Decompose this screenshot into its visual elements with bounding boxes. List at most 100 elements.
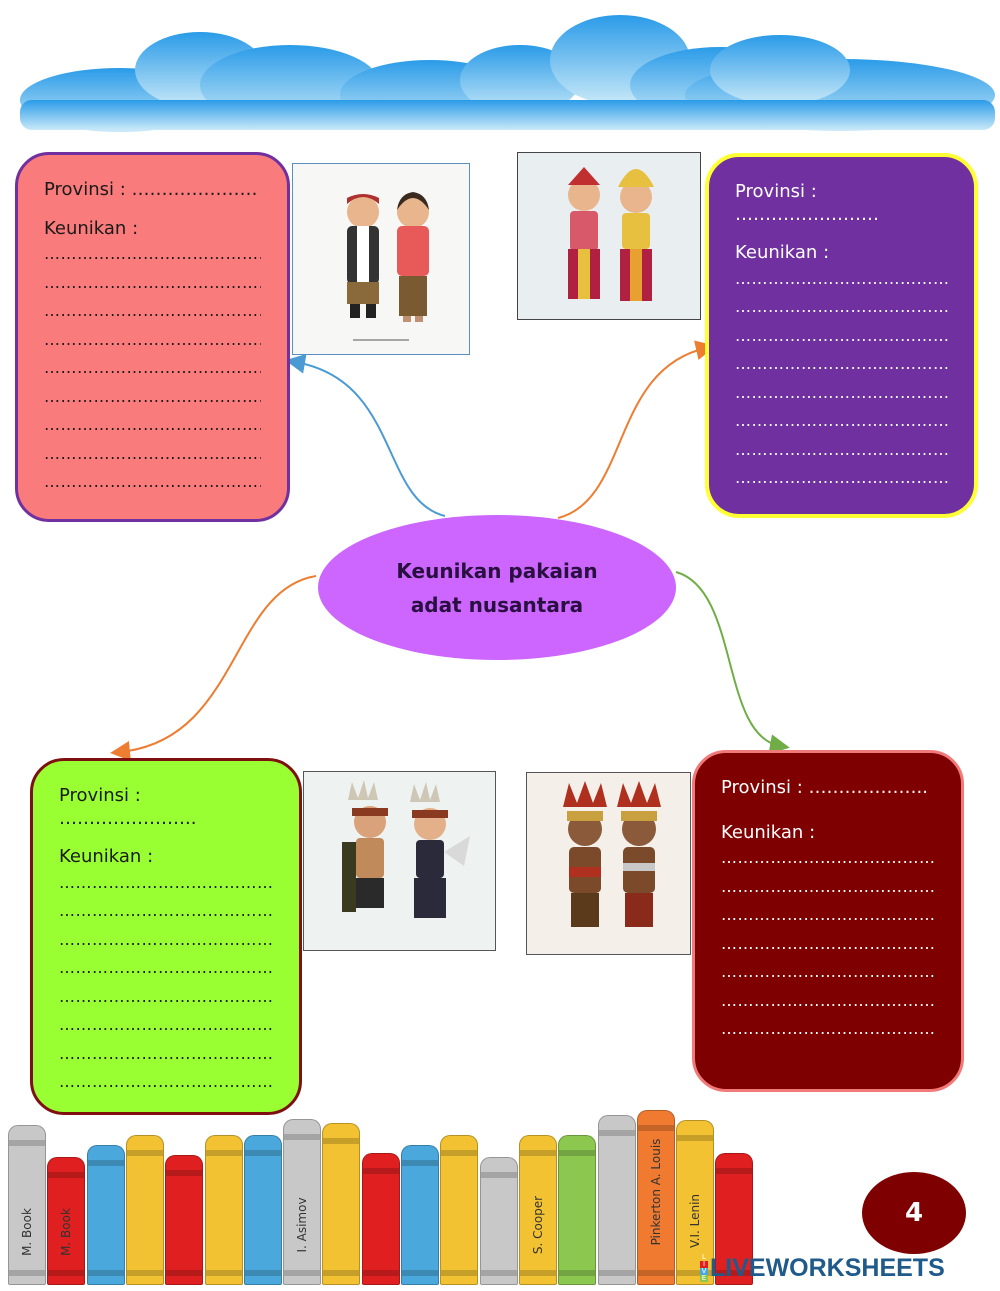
answer-line[interactable]: ……………………………………………: [44, 443, 261, 463]
book-band: [519, 1270, 556, 1276]
answer-line[interactable]: ……………………………………………: [59, 929, 273, 949]
answer-line[interactable]: ……………………………………………: [735, 354, 948, 373]
book-band: [402, 1160, 438, 1166]
book-band: [677, 1135, 714, 1141]
book-band: [637, 1125, 674, 1131]
answer-line[interactable]: ……………………………………………: [59, 958, 273, 977]
answer-lines[interactable]: …………………………………………….. …………………………………………… ………: [735, 265, 948, 493]
book-spine: S. Cooper: [518, 1135, 557, 1285]
provinsi-label: Provinsi : ………………..: [721, 777, 928, 798]
answer-line[interactable]: ……………………………………………: [44, 415, 261, 434]
answer-line[interactable]: …………………………………………….: [721, 1019, 935, 1038]
clouds-decoration: [20, 15, 995, 132]
book-band: [87, 1160, 124, 1166]
traditional-costume-image-1: [292, 163, 470, 355]
page-number-badge: 4: [862, 1172, 966, 1254]
answer-line[interactable]: ……………………………………………: [44, 244, 261, 263]
book-spine: I. Asimov: [283, 1119, 322, 1285]
book-band: [677, 1270, 714, 1276]
answer-line[interactable]: ……………………………………………: [44, 386, 261, 406]
traditional-costume-image-3: [303, 771, 496, 951]
book-spine: [479, 1157, 518, 1285]
brand-letter: E: [700, 1274, 708, 1282]
book-band: [166, 1170, 203, 1176]
book-band: [323, 1270, 360, 1276]
answer-line[interactable]: ………………………………………………..: [721, 933, 935, 953]
answer-line[interactable]: ……………………………………………: [59, 901, 273, 920]
book-spine: [597, 1115, 636, 1285]
book-band: [87, 1270, 124, 1276]
book-band: [126, 1150, 163, 1156]
book-spine: [204, 1135, 243, 1285]
answer-line[interactable]: ………………………………………………: [721, 848, 935, 867]
book-spine: [86, 1145, 125, 1285]
card-province-1: Provinsi : ………………… Keunikan : ……………………………: [15, 152, 290, 522]
book-band: [284, 1270, 321, 1276]
book-band: [716, 1270, 753, 1276]
keunikan-label: Keunikan :: [735, 242, 830, 263]
book-band: [441, 1270, 478, 1276]
book-band: [205, 1270, 242, 1276]
book-spine: [401, 1145, 439, 1285]
answer-line[interactable]: ……………………………………………: [44, 301, 261, 320]
brand-letter: I: [700, 1261, 708, 1268]
book-band: [244, 1150, 281, 1156]
book-spine: [558, 1135, 597, 1285]
answer-line[interactable]: ……………………………………………: [735, 411, 948, 430]
answer-line[interactable]: ……………………………………………..: [44, 472, 261, 491]
answer-lines[interactable]: ……………………………………………… ……………………………………………….. …: [721, 844, 935, 1044]
book-spine: [440, 1135, 479, 1285]
answer-line[interactable]: ………………………………………………: [721, 905, 935, 924]
answer-line[interactable]: ……………………………………………: [44, 272, 261, 292]
answer-line[interactable]: ……………………………………………: [735, 439, 948, 459]
answer-line[interactable]: ……………………………………………: [59, 1072, 273, 1091]
central-topic-bubble: Keunikan pakaian adat nusantara: [318, 515, 676, 660]
answer-line[interactable]: …………………………………………………: [721, 990, 935, 1010]
book-title: S. Cooper: [530, 1195, 545, 1254]
answer-line[interactable]: ………………………………………………..: [721, 876, 935, 896]
book-spine: M. Book: [8, 1125, 46, 1285]
book-spine: [125, 1135, 164, 1285]
book-band: [48, 1172, 85, 1178]
provinsi-label: Provinsi : ……………………: [735, 181, 879, 225]
book-title: V.I. Lenin: [688, 1193, 703, 1249]
book-band: [323, 1138, 360, 1144]
answer-line[interactable]: ……………………………………………: [44, 358, 261, 377]
book-band: [402, 1270, 438, 1276]
book-band: [244, 1270, 281, 1276]
book-band: [559, 1270, 596, 1276]
keunikan-label: Keunikan :: [721, 821, 816, 843]
keunikan-label: Keunikan :: [44, 217, 139, 239]
provinsi-label: Provinsi : …………………: [44, 179, 258, 200]
book-title: I. Asimov: [295, 1197, 310, 1253]
book-band: [205, 1150, 242, 1156]
book-spine: [361, 1153, 400, 1285]
answer-line[interactable]: ……………………………………………: [44, 329, 261, 349]
book-spine: [322, 1123, 361, 1285]
book-spine: Pinkerton A. Louis: [636, 1110, 675, 1285]
answer-line[interactable]: ……………………………………………: [59, 986, 273, 1006]
answer-line[interactable]: ……………………………………………: [735, 297, 948, 316]
book-band: [598, 1270, 635, 1276]
book-spine: [243, 1135, 282, 1285]
answer-line[interactable]: ……………………………………………..: [735, 268, 948, 288]
page-number: 4: [904, 1198, 924, 1228]
answer-line[interactable]: ……………………………………………: [59, 872, 273, 892]
book-band: [716, 1168, 753, 1174]
answer-line[interactable]: ……………………………………………: [59, 1015, 273, 1034]
book-band: [284, 1134, 321, 1140]
book-band: [9, 1270, 45, 1276]
book-band: [362, 1270, 399, 1276]
keunikan-label: Keunikan :: [59, 846, 154, 867]
brand-letter: V: [700, 1267, 708, 1275]
answer-line[interactable]: ……………………………………………: [735, 325, 948, 345]
answer-line[interactable]: ……………………………………………: [735, 382, 948, 402]
answer-line[interactable]: ……………………………………………: [59, 1043, 273, 1063]
answer-line[interactable]: …………………………………………………: [721, 962, 935, 981]
book-title: Pinkerton A. Louis: [648, 1138, 663, 1246]
answer-lines[interactable]: …………………………………………… …………………………………………… ……………: [44, 240, 261, 497]
answer-line[interactable]: ………………………………………..: [735, 468, 948, 487]
answer-lines[interactable]: …………………………………………… …………………………………………… ……………: [59, 869, 273, 1097]
book-title: M. Book: [20, 1207, 34, 1256]
